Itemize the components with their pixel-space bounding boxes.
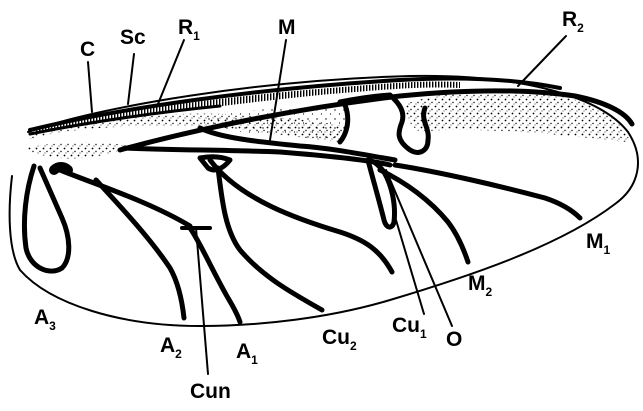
label-a2: A2 bbox=[160, 334, 182, 361]
vein-m1 bbox=[395, 165, 580, 218]
label-a3: A3 bbox=[34, 306, 56, 333]
label-m1: M1 bbox=[586, 230, 611, 257]
anal-lobe-a3 bbox=[24, 166, 68, 271]
label-a1: A1 bbox=[236, 340, 258, 367]
label-o: O bbox=[446, 328, 462, 351]
leader-sc bbox=[128, 54, 134, 104]
leader-r1 bbox=[158, 40, 184, 104]
label-m: M bbox=[278, 16, 296, 39]
leader-cu1 bbox=[396, 220, 424, 314]
label-r2: R2 bbox=[562, 8, 584, 35]
vein-cu1 bbox=[210, 160, 392, 272]
label-r1: R1 bbox=[178, 16, 200, 43]
apical-stipple-region bbox=[405, 91, 630, 142]
label-cun: Cun bbox=[190, 380, 231, 403]
basal-knob bbox=[54, 167, 68, 170]
label-m2: M2 bbox=[468, 272, 493, 299]
vein-cu2 bbox=[218, 168, 322, 310]
basal-stipple-region bbox=[26, 142, 130, 158]
leader-r2 bbox=[518, 36, 566, 86]
label-sc: Sc bbox=[120, 26, 146, 49]
label-cu2: Cu2 bbox=[322, 326, 357, 353]
cubital-loop bbox=[368, 160, 395, 227]
vein-a2-inner bbox=[60, 170, 190, 226]
leader-c bbox=[88, 62, 92, 112]
label-c: C bbox=[80, 38, 95, 61]
label-cu1: Cu1 bbox=[392, 314, 427, 341]
